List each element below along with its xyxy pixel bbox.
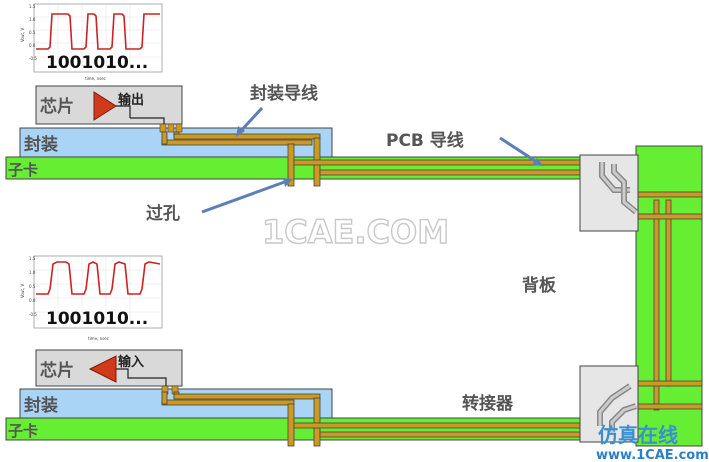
backplane-traces (635, 191, 703, 411)
svg-text:-0.5: -0.5 (29, 56, 37, 61)
waveform-top-bits: 1001010... (46, 53, 148, 73)
connector-top (579, 154, 639, 232)
package-bottom-label: 封装 (24, 395, 58, 416)
via-label: 过孔 (146, 204, 180, 224)
output-arrow-icon (93, 91, 117, 121)
package-lead-top (161, 131, 321, 146)
waveform-plot-bottom: Vout, V 1.5 1.0 0.5 0.0 -0.5 1001010... tim… (20, 255, 163, 341)
svg-text:0.0: 0.0 (29, 298, 36, 303)
waveform-bottom-xlabel: time, nsec (88, 336, 109, 341)
pcb-trace-label: PCB 导线 (386, 130, 464, 151)
svg-text:1.0: 1.0 (29, 270, 36, 275)
waveform-bottom-ylabel: Vout, V (20, 283, 25, 298)
backplane-label: 背板 (522, 275, 557, 296)
svg-text:0.5: 0.5 (29, 284, 36, 289)
package-lead-bottom (161, 391, 321, 406)
svg-text:1.5: 1.5 (29, 4, 36, 9)
package-top-label: 封装 (24, 134, 58, 155)
svg-text:-0.5: -0.5 (29, 312, 37, 317)
leader-pcb-trace (499, 136, 541, 166)
output-label: 输出 (118, 92, 144, 108)
leader-via (201, 178, 291, 214)
connector-bottom (579, 365, 639, 443)
waveform-top-xlabel: time, nsec (85, 76, 106, 81)
svg-text:0.5: 0.5 (29, 30, 36, 35)
watermark-corner-cn: 仿真在线 (598, 423, 678, 447)
svg-text:1.5: 1.5 (29, 256, 36, 261)
svg-text:0.0: 0.0 (29, 43, 36, 48)
waveform-plot-top: Vout, V 1.5 1.0 0.5 0.0 -0.5 1001010... tim… (20, 3, 163, 81)
svg-text:1.0: 1.0 (29, 17, 36, 22)
watermark-corner-url: www.1CAE.com (596, 448, 709, 462)
daughter-card-top-label: 子卡 (8, 161, 38, 179)
chip-bottom-label: 芯片 (40, 360, 74, 381)
waveform-bottom-bits: 1001010... (46, 309, 148, 329)
chip-top-label: 芯片 (40, 96, 74, 117)
daughter-card-bottom-label: 子卡 (8, 422, 38, 440)
waveform-bottom-line (36, 261, 161, 295)
input-label: 输入 (118, 354, 144, 370)
package-lead-label: 封装导线 (250, 83, 318, 104)
watermark-center: 1CAE.COM (262, 213, 449, 251)
waveform-top-line (36, 13, 160, 50)
connector-label: 转接器 (462, 393, 514, 414)
waveform-top-ylabel: Vout, V (20, 27, 25, 42)
